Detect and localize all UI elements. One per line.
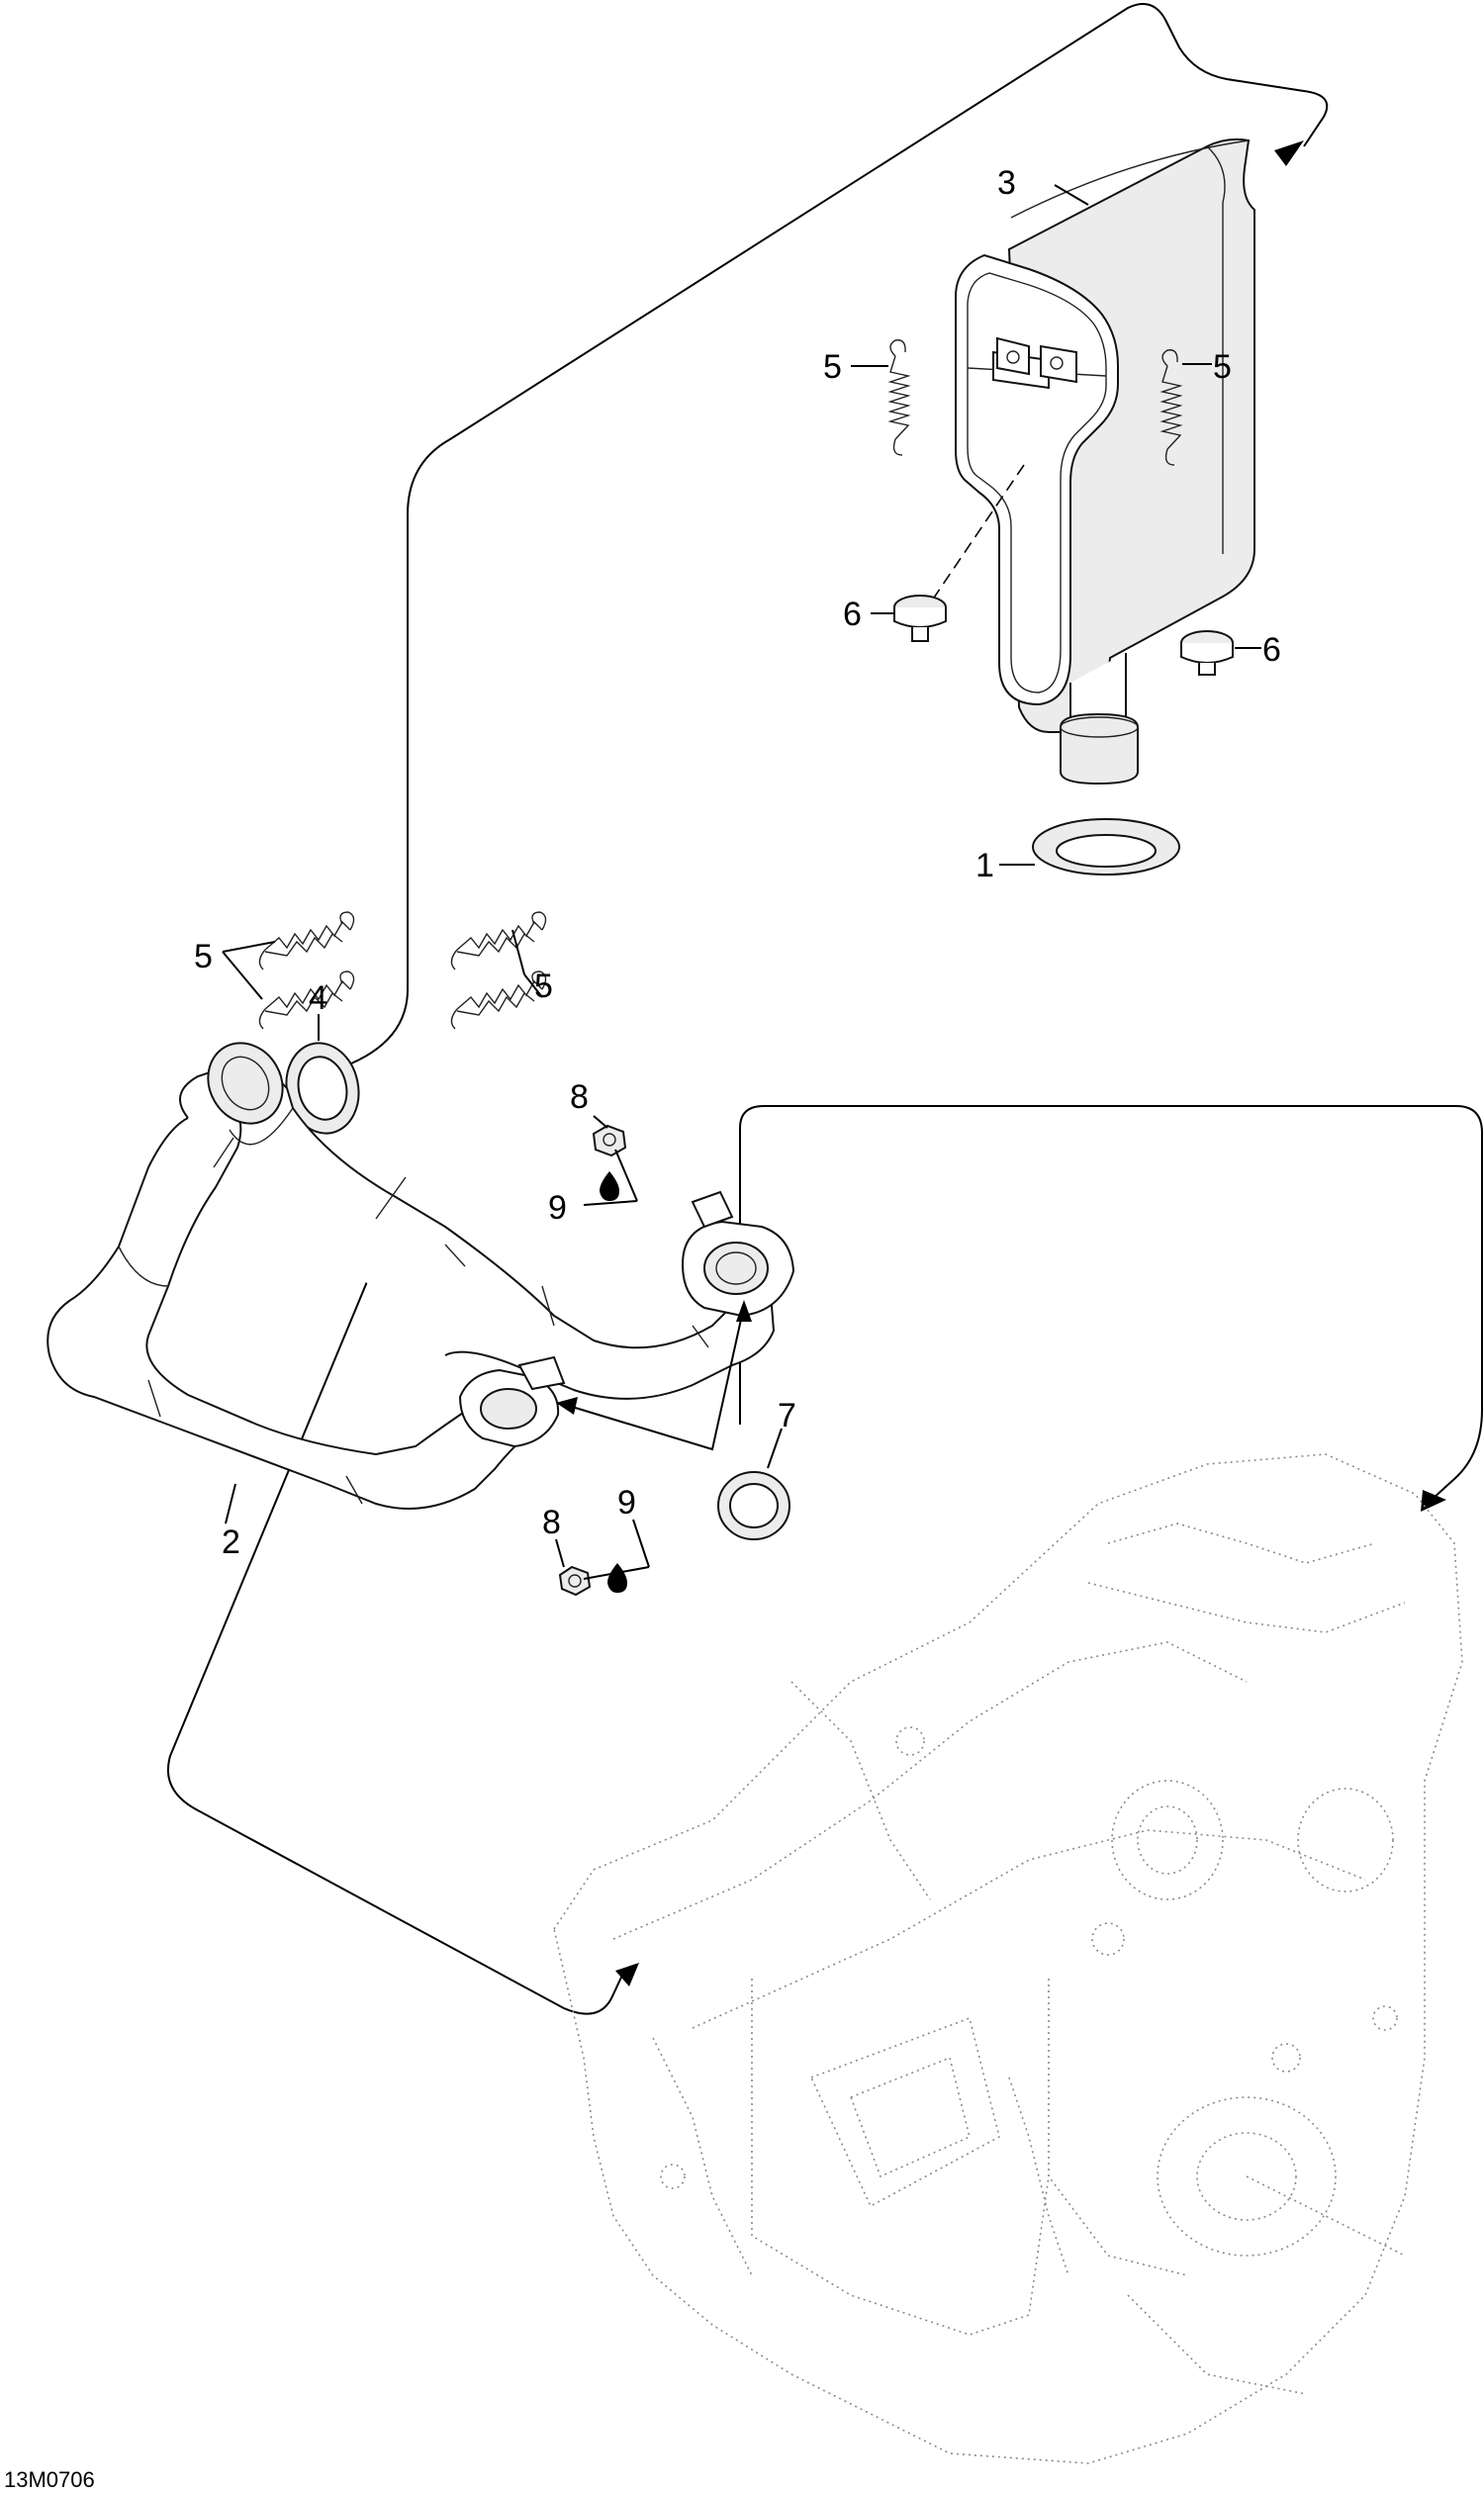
callout-4: 4 <box>309 979 327 1017</box>
arrowhead-flange-lower <box>556 1397 578 1415</box>
callout-6-left: 6 <box>843 596 862 633</box>
arrowhead-engine-right <box>1421 1490 1446 1512</box>
spring-part-5-upper-left-a <box>258 911 355 970</box>
callout-9-upper: 9 <box>548 1189 567 1227</box>
routing-line-muffler-to-gasket <box>350 3 1329 1064</box>
gasket-part-1 <box>1032 818 1180 876</box>
spring-part-5-muffler-left <box>887 339 911 456</box>
callout-3: 3 <box>997 164 1016 202</box>
spring-part-5-muffler-right <box>1159 349 1183 466</box>
arrowhead-engine-left <box>615 1963 639 1986</box>
pointer-gasket-7-to-flanges <box>558 1305 745 1451</box>
callout-1: 1 <box>975 847 994 884</box>
callout-7: 7 <box>778 1397 796 1434</box>
nut-part-8-lower <box>558 1565 592 1597</box>
callout-leaders <box>222 184 1261 1580</box>
bumper-part-6-right <box>1180 630 1234 676</box>
engine-ghost-outline <box>553 1453 1463 2464</box>
sealant-drop-part-9-upper <box>600 1171 619 1201</box>
arrowhead-flange-upper <box>736 1300 752 1322</box>
callout-8-upper: 8 <box>570 1078 589 1116</box>
callout-5-muffler-left: 5 <box>823 348 842 386</box>
nut-part-8-upper <box>592 1124 627 1157</box>
spring-part-5-upper-mid-a <box>450 911 547 970</box>
figure-code: 13M0706 <box>4 2467 95 2492</box>
spring-part-5-upper-mid-b <box>450 970 547 1030</box>
callout-5-muffler-right: 5 <box>1213 348 1232 386</box>
callout-6-right: 6 <box>1262 631 1281 669</box>
mounting-axis-dashed <box>929 464 1025 604</box>
callout-5-cluster-mid: 5 <box>534 968 553 1005</box>
exhaust-header-part-2 <box>46 1042 795 1510</box>
callout-2: 2 <box>222 1524 240 1561</box>
callout-9-lower: 9 <box>617 1484 636 1522</box>
sealant-drop-part-9-lower <box>607 1563 627 1593</box>
bumper-part-6-left <box>893 595 947 642</box>
gasket-part-7 <box>717 1471 790 1540</box>
routing-line-header-to-engine-right <box>739 1105 1483 1500</box>
muffler-part-3 <box>955 138 1255 785</box>
arrowhead-muffler-inlet <box>1274 140 1304 166</box>
callout-8-lower: 8 <box>542 1504 561 1541</box>
spring-part-5-upper-left-b <box>258 970 355 1030</box>
callout-5-cluster-left: 5 <box>194 938 213 975</box>
